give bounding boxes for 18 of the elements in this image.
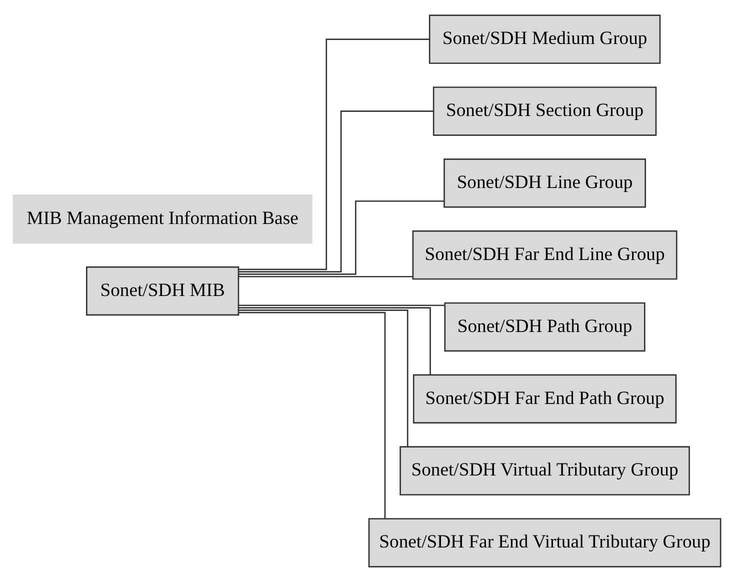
- node-box: Sonet/SDH Far End Virtual Tributary Group: [368, 518, 722, 568]
- connector: [238, 200, 444, 275]
- node-box: MIB Management Information Base: [12, 194, 312, 244]
- connector: [238, 307, 431, 374]
- node-box: Sonet/SDH Path Group: [444, 302, 646, 352]
- node-box: Sonet/SDH Line Group: [444, 158, 646, 208]
- connector: [238, 276, 413, 278]
- node-box: Sonet/SDH MIB: [86, 266, 240, 316]
- node-box: Sonet/SDH Section Group: [432, 86, 657, 136]
- connector: [238, 310, 408, 447]
- connector: [238, 304, 445, 306]
- node-box: Sonet/SDH Medium Group: [428, 14, 661, 64]
- connector: [238, 38, 430, 270]
- node-box: Sonet/SDH Far End Path Group: [412, 374, 677, 424]
- node-box: Sonet/SDH Far End Line Group: [412, 230, 678, 280]
- connector: [238, 110, 434, 272]
- connector: [238, 312, 386, 518]
- node-box: Sonet/SDH Virtual Tributary Group: [400, 446, 690, 496]
